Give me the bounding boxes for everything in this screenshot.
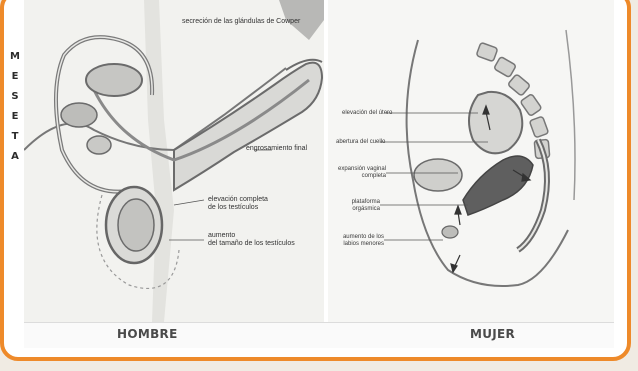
label-cowper: secreción de las glándulas de Cowper — [182, 18, 300, 26]
label-labios: aumento de los labios menores — [338, 234, 384, 248]
label-aumento-line2: del tamaño de los testículos — [208, 240, 295, 248]
label-plataforma: plataforma orgásmica — [338, 199, 380, 213]
label-aumento-testiculos: aumento del tamaño de los testículos — [208, 232, 295, 248]
side-letter: E — [8, 112, 22, 122]
label-aumento-line1: aumento — [208, 232, 295, 240]
label-plataforma-line2: orgásmica — [338, 206, 380, 213]
label-expansion-line1: expansión vaginal — [338, 166, 386, 173]
label-labios-line1: aumento de los — [338, 234, 384, 241]
female-diagram-panel: elevación del útero abertura del cuello … — [328, 0, 614, 322]
side-word-meseta: M E S E T A — [8, 52, 22, 162]
label-utero: elevación del útero — [342, 110, 386, 117]
side-letter: A — [8, 152, 22, 162]
label-elevacion-line2: de los testículos — [208, 204, 268, 212]
label-plataforma-line1: plataforma — [338, 199, 380, 206]
female-anatomy-drawing — [328, 0, 614, 322]
caption-bar — [24, 322, 614, 348]
label-labios-line2: labios menores — [338, 241, 384, 248]
label-engrosamiento: engrosamiento final — [246, 145, 307, 153]
male-anatomy-drawing — [24, 0, 324, 322]
caption-mujer: MUJER — [470, 327, 515, 341]
side-letter: M — [8, 52, 22, 62]
side-letter: S — [8, 92, 22, 102]
label-elevacion-line1: elevación completa — [208, 196, 268, 204]
caption-hombre: HOMBRE — [117, 327, 178, 341]
male-diagram-panel: secreción de las glándulas de Cowper eng… — [24, 0, 324, 322]
label-elevacion: elevación completa de los testículos — [208, 196, 268, 212]
side-letter: T — [8, 132, 22, 142]
label-cuello: abertura del cuello — [336, 139, 380, 146]
label-expansion: expansión vaginal completa — [338, 166, 386, 180]
side-letter: E — [8, 72, 22, 82]
label-expansion-line2: completa — [338, 173, 386, 180]
